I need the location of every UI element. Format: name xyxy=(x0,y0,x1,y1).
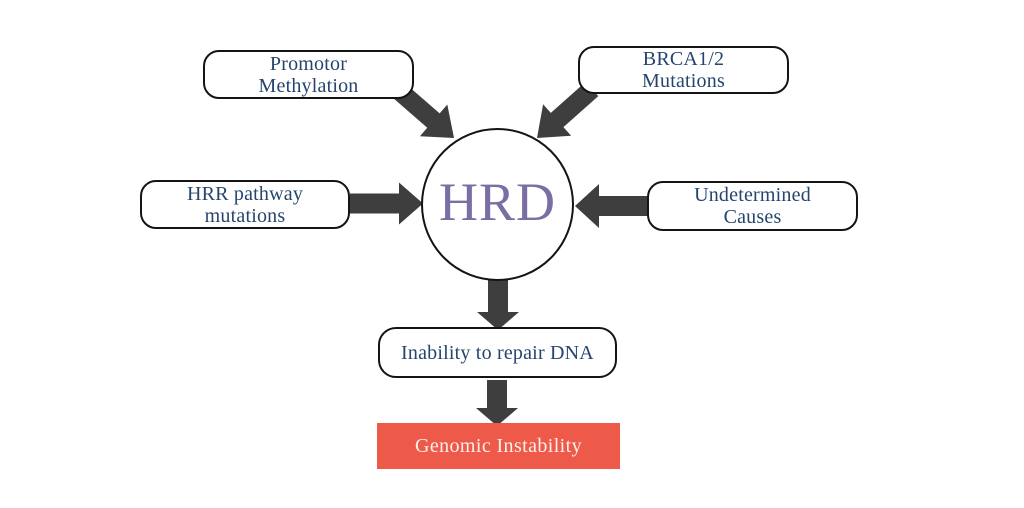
node-label: Genomic Instability xyxy=(414,435,582,457)
hrd-label: HRD xyxy=(438,171,556,232)
node-label: Promotor xyxy=(269,52,348,75)
arrow-hrr-to-hrd xyxy=(350,182,423,225)
node-label: HRR pathway xyxy=(186,182,304,205)
node-genomic-instability: Genomic Instability xyxy=(377,423,620,469)
node-inability-to-repair-dna: Inability to repair DNA xyxy=(378,327,617,378)
node-label: Mutations xyxy=(642,70,725,92)
node-undetermined-causes: Undetermined Causes xyxy=(647,181,858,231)
node-label: Undetermined xyxy=(694,184,811,206)
node-label: BRCA1/2 xyxy=(642,48,725,70)
node-label: Inability to repair DNA xyxy=(401,341,594,364)
arrow-inability-to-genomic xyxy=(476,380,518,426)
node-brca-mutations: BRCA1/2 Mutations xyxy=(578,46,789,94)
node-hrr-pathway-mutations: HRR pathway mutations xyxy=(140,180,350,229)
node-hrd-circle: HRD xyxy=(421,128,574,281)
node-label: Causes xyxy=(723,206,782,228)
arrow-hrd-to-inability xyxy=(477,279,519,330)
node-promotor-methylation: Promotor Methylation xyxy=(203,50,414,99)
arrow-brca-to-hrd xyxy=(537,81,599,138)
node-label: Methylation xyxy=(258,74,359,97)
arrow-undetermined-to-hrd xyxy=(575,184,648,228)
node-label: mutations xyxy=(204,204,286,227)
